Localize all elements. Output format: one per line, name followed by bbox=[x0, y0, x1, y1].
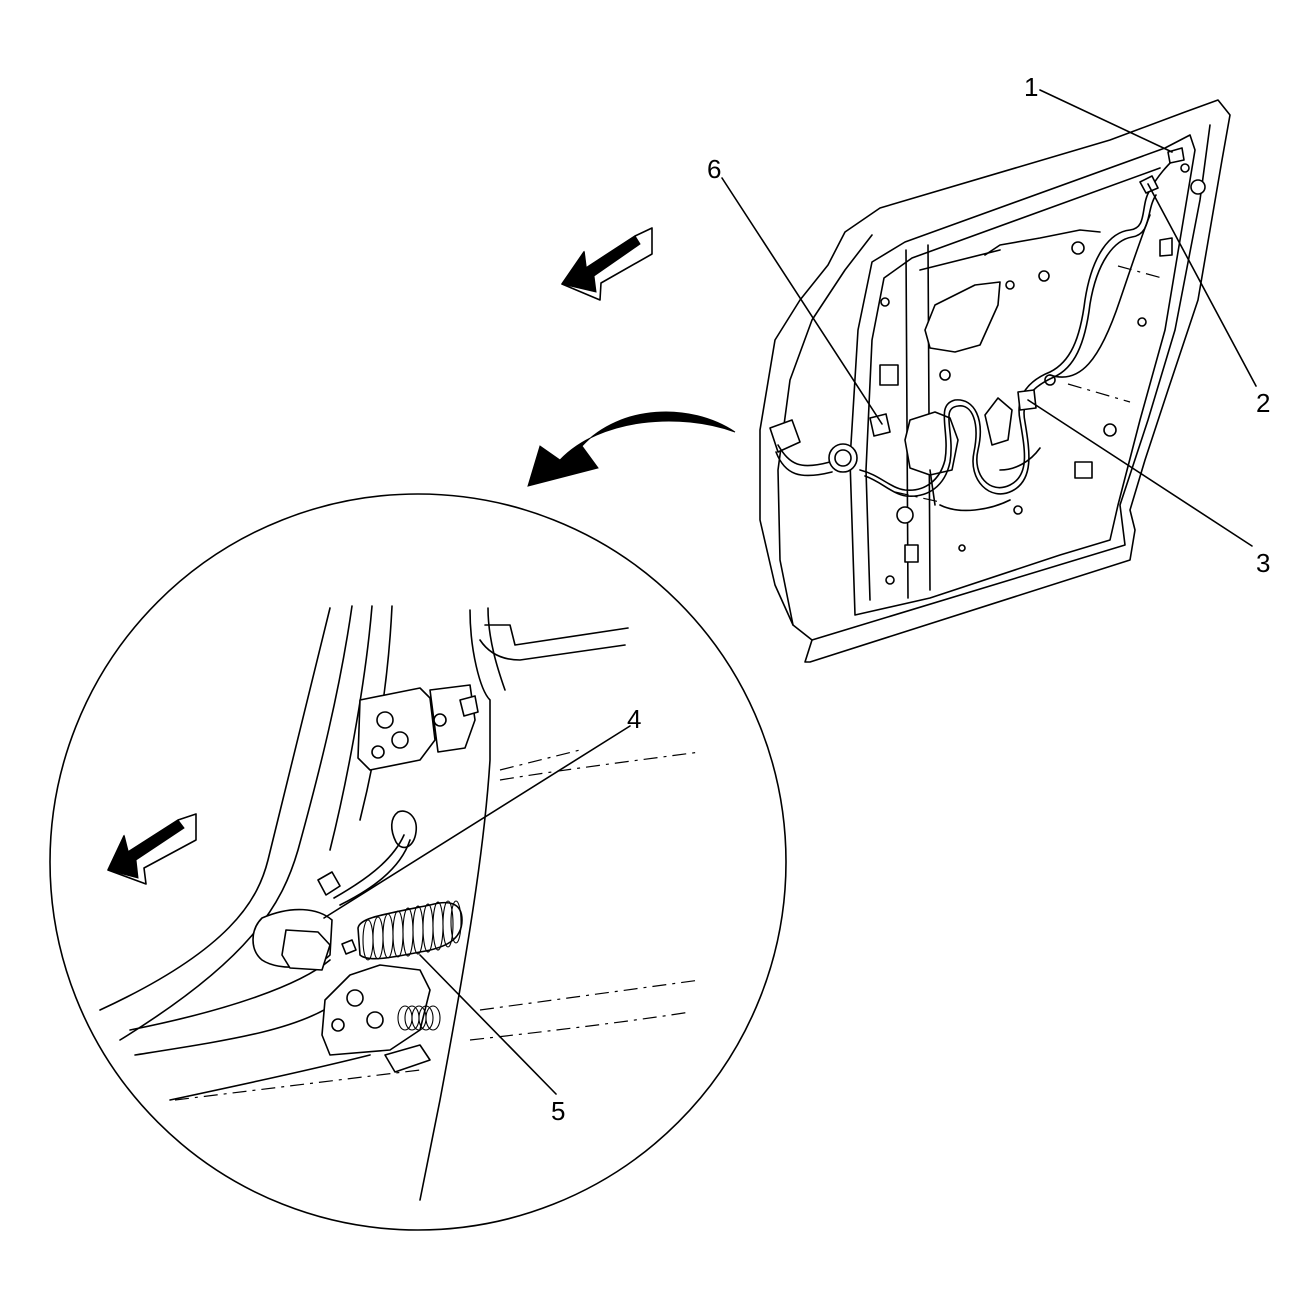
detail-hinge-pillar bbox=[99, 605, 701, 1201]
leader-line-1 bbox=[1039, 89, 1173, 153]
direction-arrow-icon bbox=[561, 227, 653, 301]
detail-view-arrow-icon bbox=[527, 411, 736, 487]
callout-4: 4 bbox=[627, 704, 642, 734]
door-inner-panel bbox=[759, 99, 1231, 663]
leader-line-5 bbox=[419, 954, 557, 1095]
callout-2: 2 bbox=[1256, 388, 1271, 418]
leader-line-3 bbox=[1027, 399, 1253, 547]
callout-5: 5 bbox=[551, 1096, 566, 1126]
detail-direction-arrow-icon bbox=[107, 813, 197, 885]
callout-1: 1 bbox=[1024, 72, 1039, 102]
leader-line-6 bbox=[721, 177, 883, 425]
detail-view-circle bbox=[49, 493, 787, 1231]
leader-line-4 bbox=[323, 725, 631, 919]
leader-line-2 bbox=[1147, 183, 1257, 387]
leader-lines bbox=[323, 89, 1257, 1095]
callout-3: 3 bbox=[1256, 548, 1271, 578]
callout-6: 6 bbox=[707, 154, 722, 184]
